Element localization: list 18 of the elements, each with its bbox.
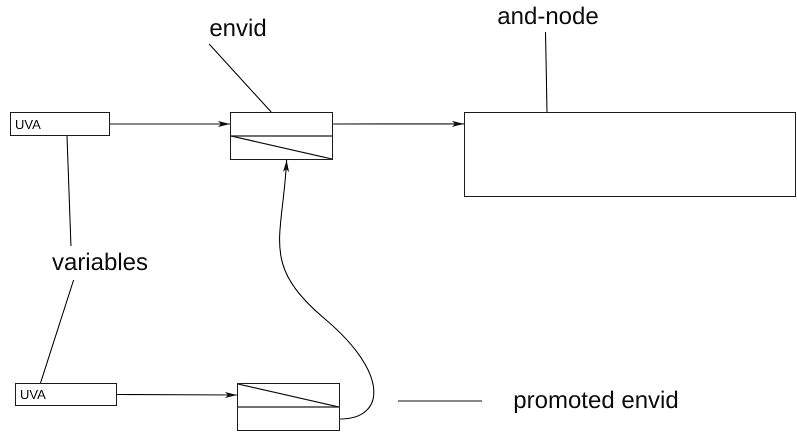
callout-text: envid xyxy=(200,14,276,44)
callout-text: and-node xyxy=(486,2,610,32)
leader-line xyxy=(208,44,272,112)
callout-text: variables xyxy=(34,246,166,280)
node-box xyxy=(464,112,796,197)
leader-line xyxy=(40,280,74,384)
variable-box: UVA xyxy=(15,383,117,406)
arrow xyxy=(117,392,237,398)
record-box xyxy=(237,383,340,431)
variable-box: UVA xyxy=(10,112,110,136)
arrow xyxy=(110,121,230,127)
arrow xyxy=(333,120,464,127)
leader-line xyxy=(398,400,482,402)
callout-text: promoted envid xyxy=(482,384,710,418)
leader-line xyxy=(66,136,72,246)
leader-line xyxy=(544,32,548,112)
record-box xyxy=(230,112,333,160)
curved-arrow xyxy=(279,160,374,420)
